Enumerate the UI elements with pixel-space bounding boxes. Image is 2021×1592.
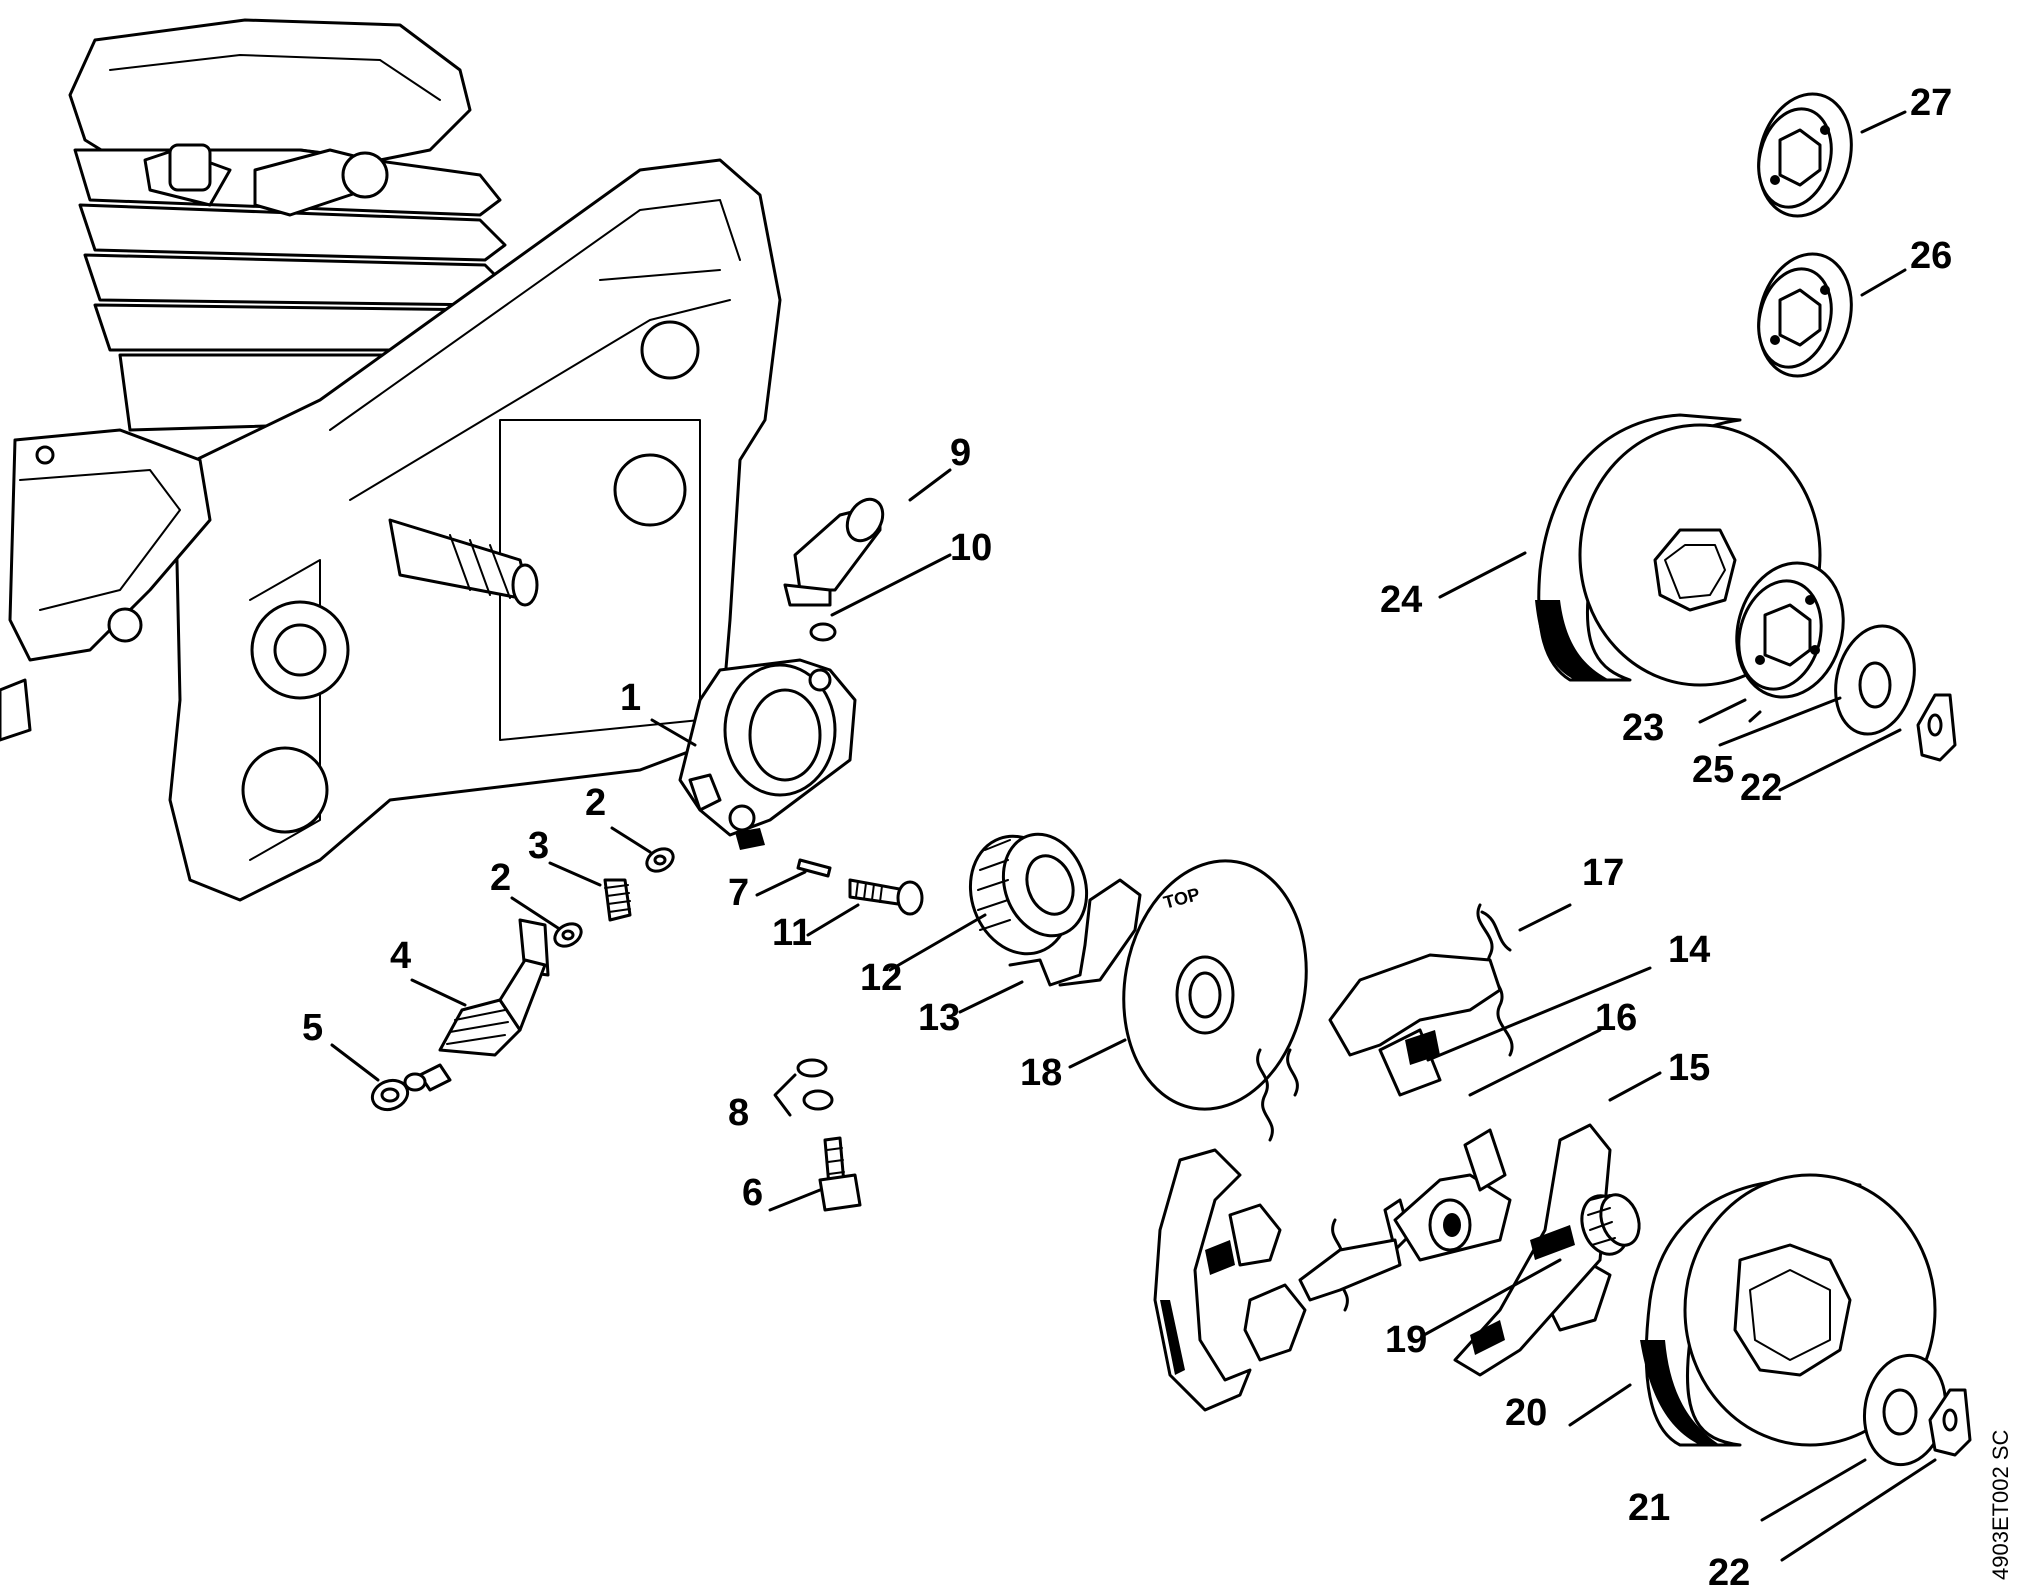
label-part-16: 16 (1595, 997, 1637, 1039)
engine-crankcase (0, 18, 782, 902)
label-part-10: 10 (950, 527, 992, 569)
part-3-spring (603, 878, 632, 922)
part-13-spur-gear-spring (1008, 878, 1142, 987)
label-part-5: 5 (302, 1007, 323, 1049)
part-27-rim-sprocket (1757, 92, 1853, 218)
label-part-2b: 2 (490, 857, 511, 899)
part-26-rim-sprocket (1757, 252, 1853, 378)
label-part-2: 2 (585, 782, 606, 824)
label-part-13: 13 (918, 997, 960, 1039)
clutch-shoe-upper (1328, 953, 1502, 1097)
part-19-needle-cage (1580, 1193, 1641, 1256)
label-part-1: 1 (620, 677, 641, 719)
label-part-21: 21 (1628, 1487, 1670, 1529)
part-2-washer (645, 847, 675, 873)
label-part-24: 24 (1380, 579, 1422, 621)
part-5-nut (370, 1072, 427, 1112)
part-23-rim-sprocket (1735, 561, 1845, 699)
part-labels: 1223456789101112131415161718192021222223… (302, 82, 1952, 1592)
part-18-thrust-plate: TOP (1122, 859, 1308, 1111)
drawing-reference: 4903ET002 SC (1988, 1429, 2013, 1580)
part-20-clutch-drum-spur (1640, 1173, 1937, 1447)
label-part-27: 27 (1910, 82, 1952, 124)
part-4-worm-shaft (418, 918, 550, 1092)
part-11-screw (848, 878, 924, 916)
part-8-o-rings (773, 1058, 834, 1117)
part-15-clutch-shoe (1453, 1123, 1612, 1377)
label-part-12: 12 (860, 957, 902, 999)
label-part-18: 18 (1020, 1052, 1062, 1094)
part-7-pin (796, 858, 832, 878)
part-12-worm-gear (968, 832, 1089, 956)
clutch-shoe-left (1153, 1148, 1252, 1412)
label-part-11: 11 (772, 912, 812, 954)
label-part-22: 22 (1708, 1552, 1750, 1587)
part-14-clutch-carrier (1298, 1128, 1512, 1302)
part-1-oil-pump-housing (678, 658, 857, 850)
leader-lines (330, 110, 1937, 1562)
label-part-14: 14 (1668, 929, 1710, 971)
label-part-7: 7 (728, 872, 749, 914)
label-part-9: 9 (950, 432, 971, 474)
label-part-22b: 22 (1740, 767, 1782, 809)
part-2-washer-lower (553, 922, 583, 948)
label-part-4: 4 (390, 935, 411, 977)
label-part-26: 26 (1910, 235, 1952, 277)
part-6-adjusting-screw (818, 1136, 862, 1212)
label-part-23: 23 (1622, 707, 1664, 749)
label-part-6: 6 (742, 1172, 763, 1214)
label-part-25: 25 (1692, 749, 1734, 791)
part-22-e-clip-lower (1928, 1388, 1972, 1457)
label-part-3: 3 (528, 825, 549, 867)
label-part-8: 8 (728, 1092, 749, 1134)
part-25-washer (1834, 624, 1916, 736)
part-22-e-clip-upper (1916, 693, 1957, 762)
spark-plug (143, 143, 389, 217)
label-part-17: 17 (1582, 852, 1624, 894)
label-part-15: 15 (1668, 1047, 1710, 1089)
label-part-19: 19 (1385, 1319, 1427, 1361)
label-part-20: 20 (1505, 1392, 1547, 1434)
part-9-hose-fitting (783, 497, 885, 607)
part-10-o-ring (809, 622, 837, 642)
crankshaft (388, 518, 539, 607)
